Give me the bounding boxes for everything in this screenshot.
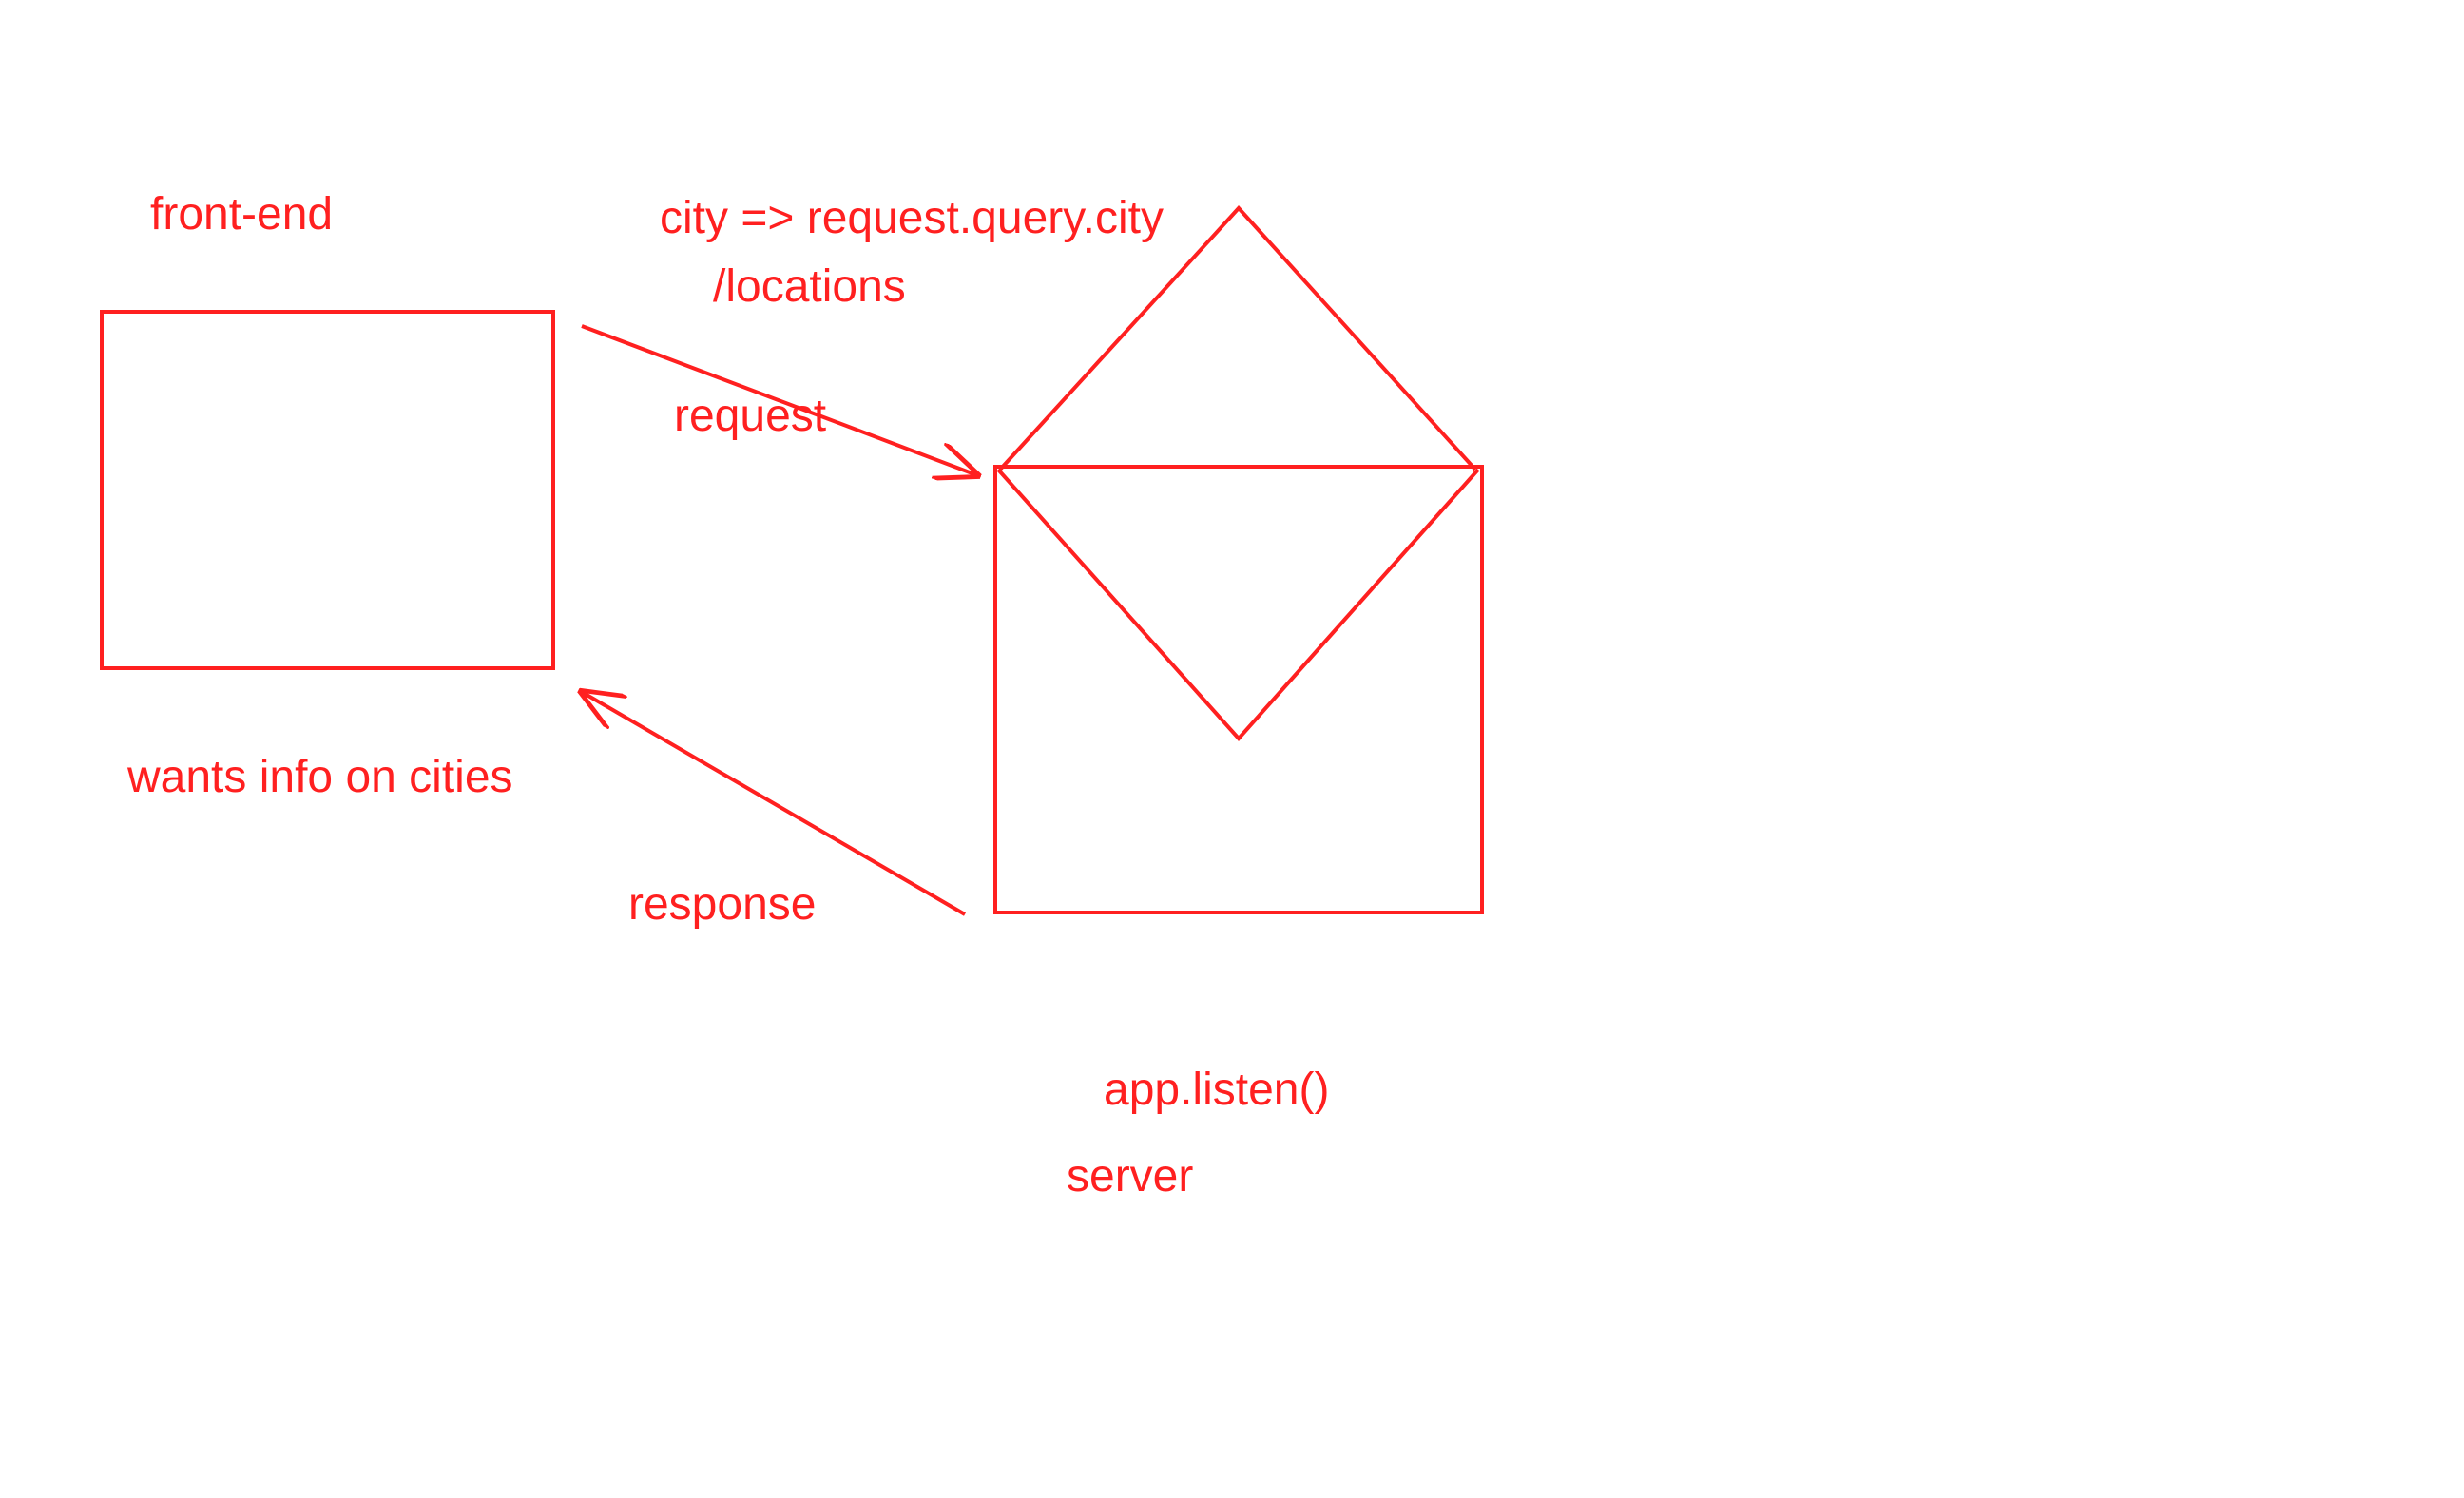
server-label: server	[1067, 1151, 1194, 1201]
front-end-label: front-end	[150, 189, 334, 240]
response-label: response	[628, 879, 817, 930]
app-listen-label: app.listen()	[1104, 1065, 1330, 1115]
envelope-flap-inner	[996, 468, 1480, 742]
wants-info-label: wants info on cities	[127, 752, 513, 802]
server-box	[993, 465, 1484, 914]
locations-label: /locations	[713, 261, 906, 312]
envelope-flap-top	[998, 205, 1477, 471]
request-arrow	[581, 324, 977, 475]
front-end-box	[100, 310, 555, 670]
request-label: request	[674, 391, 827, 441]
response-arrow	[582, 692, 967, 916]
city-query-label: city => request.query.city	[660, 193, 1165, 243]
